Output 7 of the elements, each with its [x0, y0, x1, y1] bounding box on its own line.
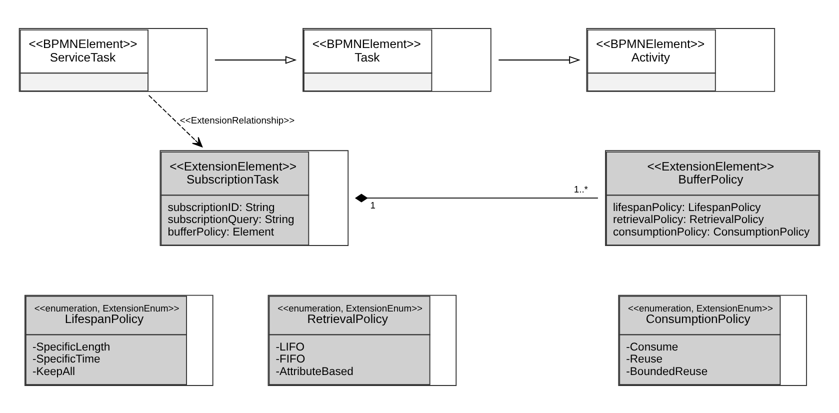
arrow — [148, 94, 203, 147]
label: 1..* — [574, 182, 588, 194]
label: 1 — [370, 198, 376, 210]
arrow — [214, 56, 297, 64]
edge-label: <<ExtensionRelationship>> — [180, 114, 295, 125]
arrow — [498, 56, 580, 64]
connector — [354, 193, 598, 202]
